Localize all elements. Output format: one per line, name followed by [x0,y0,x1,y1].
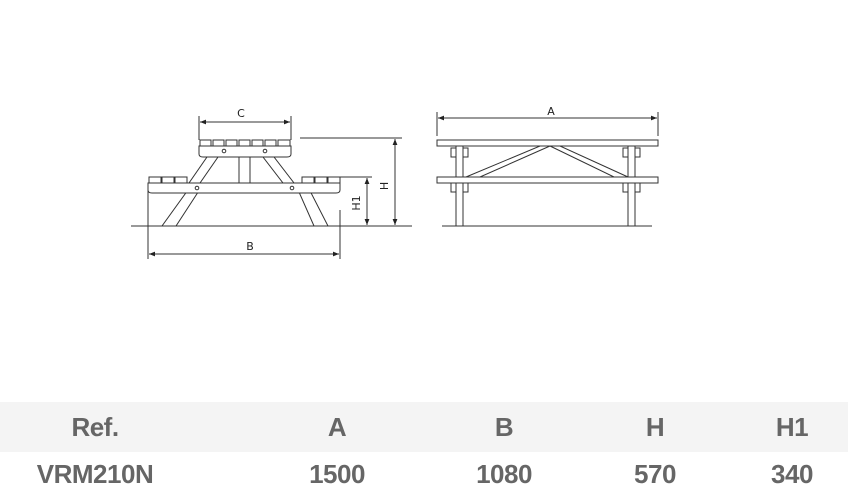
header-h1: H1 [775,411,809,442]
table-slats [199,139,291,147]
picnic-table-dimension-drawing: C B H H1 A [131,105,659,259]
dimensions-table-header: Ref. A B H H1 [0,402,848,452]
front-view: C B H H1 [131,107,412,259]
cell-ref: VRM210N [36,458,154,489]
header-h: H [645,411,665,442]
dimension-label-h1: H1 [350,195,363,210]
side-view: A [436,105,659,227]
dimension-label-c: C [237,107,245,120]
cell-h: 570 [634,458,676,489]
bench-slats [148,176,341,184]
cell-a: 1500 [309,458,365,489]
table-row: VRM210N 1500 1080 570 340 [0,452,848,496]
header-ref: Ref. [71,411,119,442]
dimension-label-a: A [547,105,555,118]
cell-h1: 340 [771,458,813,489]
dimension-label-h: H [378,182,391,190]
header-a: A [327,411,347,442]
header-b: B [494,411,514,442]
dimension-label-b: B [246,240,254,253]
cell-b: 1080 [476,458,532,489]
